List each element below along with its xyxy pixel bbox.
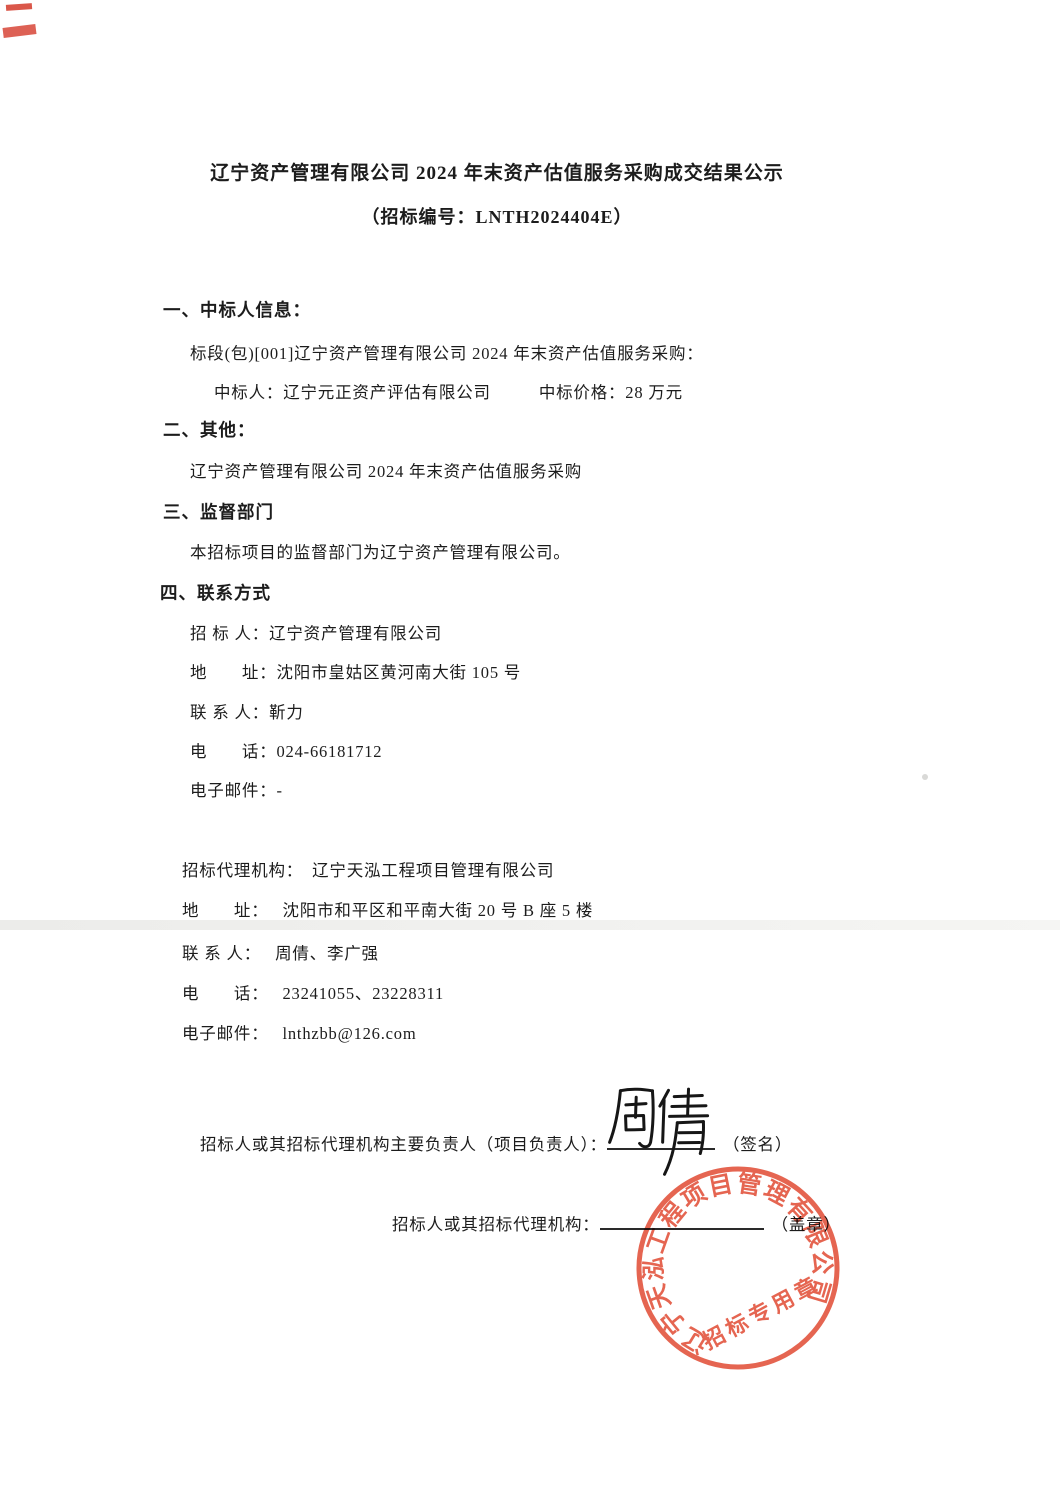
section2-heading: 二、其他： [163, 420, 256, 440]
tenderer-row: 电子邮件：- [190, 777, 283, 801]
principal-line-prefix: 招标人或其招标代理机构主要负责人（项目负责人）： [200, 1135, 607, 1154]
tenderer-row: 地 址：沈阳市皇姑区黄河南大街 105 号 [190, 659, 521, 683]
agency-row: 联 系 人： 周倩、李广强 [182, 940, 379, 964]
document-title: 辽宁资产管理有限公司 2024 年末资产估值服务采购成交结果公示 [210, 163, 784, 184]
section4-heading: 四、联系方式 [160, 583, 271, 603]
agency-value: lnthzbb@126.com [282, 1024, 417, 1043]
agency-value: 周倩、李广强 [275, 944, 379, 963]
winner-name: 中标人：辽宁元正资产评估有限公司 [214, 383, 491, 402]
sign-suffix: （签名） [722, 1135, 793, 1154]
principal-signature-line: 招标人或其招标代理机构主要负责人（项目负责人）： [200, 1087, 793, 1176]
agency-row: 电 话： 23241055、23228311 [182, 980, 444, 1004]
red-corner-mark-bottom [2, 24, 37, 38]
company-stamp: 辽宁天泓工程项目管理有限公司 招标专用章 [620, 1150, 856, 1382]
agency-row: 电子邮件： lnthzbb@126.com [182, 1020, 416, 1044]
section3-heading: 三、监督部门 [163, 502, 274, 522]
scan-streak-band [0, 920, 1060, 930]
agency-label: 电子邮件： [182, 1024, 269, 1043]
tenderer-label: 电子邮件： [190, 781, 277, 800]
agency-row: 招标代理机构： 辽宁天泓工程项目管理有限公司 [182, 857, 554, 881]
tenderer-label: 招 标 人： [190, 624, 270, 643]
winner-price: 中标价格：28 万元 [538, 383, 683, 402]
tenderer-value: - [276, 781, 283, 800]
agency-label: 联 系 人： [182, 944, 262, 963]
tenderer-row: 联 系 人：靳力 [190, 699, 304, 723]
section3-body: 本招标项目的监督部门为辽宁资产管理有限公司。 [190, 543, 571, 562]
tenderer-label: 电 话： [190, 742, 277, 761]
tenderer-value: 沈阳市皇姑区黄河南大街 105 号 [276, 663, 522, 682]
tenderer-value: 靳力 [269, 703, 304, 722]
signature-handwriting [608, 1087, 710, 1176]
tenderer-value: 辽宁资产管理有限公司 [269, 624, 443, 643]
stamp-ring [636, 1166, 840, 1370]
red-corner-mark-top [5, 3, 33, 11]
tenderer-label: 联 系 人： [190, 703, 270, 722]
tender-number: （招标编号：LNTH2024404E） [361, 207, 633, 227]
scan-speck [922, 774, 928, 780]
section1-lot-line: 标段(包)[001]辽宁资产管理有限公司 2024 年末资产估值服务采购： [190, 344, 704, 363]
agency-line-prefix: 招标人或其招标代理机构： [392, 1215, 600, 1234]
svg-text:辽宁天泓工程项目管理有限公司: 辽宁天泓工程项目管理有限公司 [620, 1150, 856, 1382]
tenderer-value: 024-66181712 [276, 742, 383, 761]
tenderer-label: 地 址： [190, 663, 277, 682]
tenderer-row: 电 话：024-66181712 [190, 738, 382, 762]
section1-winner-line: 中标人：辽宁元正资产评估有限公司 中标价格：28 万元 [214, 379, 683, 403]
section2-body: 辽宁资产管理有限公司 2024 年末资产估值服务采购 [190, 462, 583, 481]
seal-blank-slot [599, 1210, 764, 1230]
agency-label: 招标代理机构： [182, 861, 304, 880]
section1-heading: 一、中标人信息： [163, 300, 311, 320]
tenderer-row: 招 标 人：辽宁资产管理有限公司 [190, 620, 442, 644]
agency-row: 地 址： 沈阳市和平区和平南大街 20 号 B 座 5 楼 [182, 897, 593, 921]
agency-value: 辽宁天泓工程项目管理有限公司 [312, 861, 555, 880]
agency-label: 电 话： [182, 984, 269, 1003]
stamp-ring-text: 辽宁天泓工程项目管理有限公司 [620, 1150, 856, 1382]
agency-value: 23241055、23228311 [282, 984, 444, 1003]
agency-value: 沈阳市和平区和平南大街 20 号 B 座 5 楼 [282, 901, 594, 920]
agency-label: 地 址： [182, 901, 269, 920]
signature-slot [606, 1087, 715, 1176]
